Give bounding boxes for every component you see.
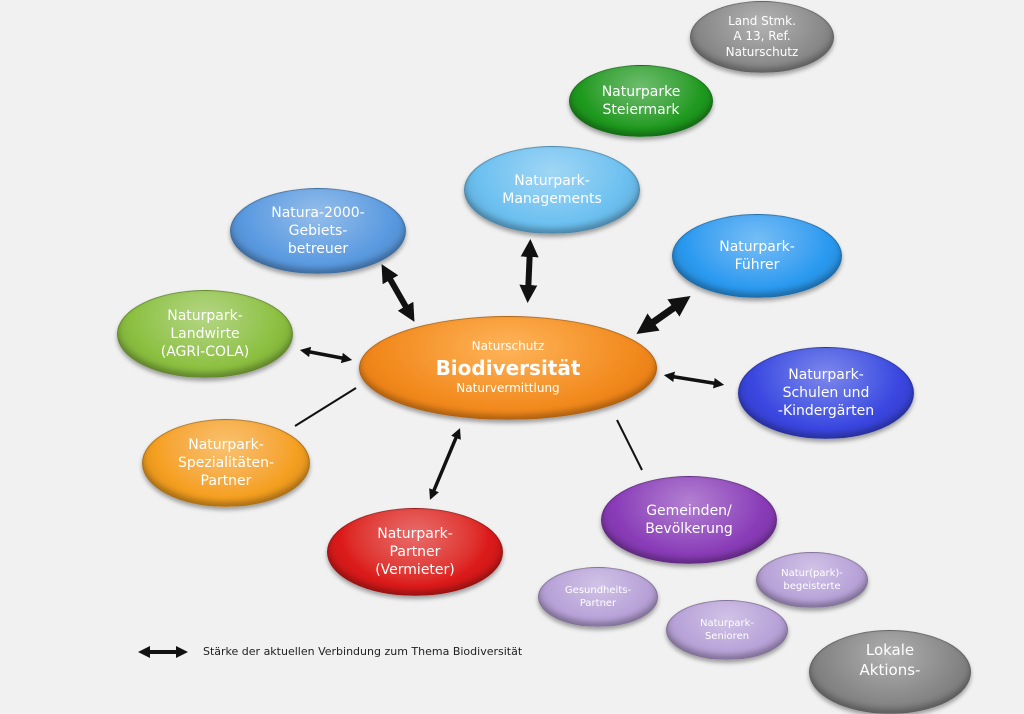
node-naturpark-landwirte: Naturpark-Landwirte (AGRI-COLA) — [117, 290, 293, 378]
node-label-line: (Vermieter) — [375, 562, 455, 579]
arrow-landwirte — [299, 346, 353, 364]
node-label-line: begeisterte — [783, 581, 841, 592]
node-naturpark-managements: Naturpark- Managements — [464, 146, 640, 234]
center-top-label: Naturschutz — [471, 339, 545, 354]
node-naturpark-begeisterte: Natur(park)- begeisterte — [756, 552, 868, 608]
node-label-line: Senioren — [704, 631, 750, 642]
node-label-line: Naturpark- — [700, 618, 754, 629]
center-node-biodiversitaet: Naturschutz Biodiversität Naturvermittlu… — [359, 316, 657, 420]
node-label-line: Partner — [200, 473, 252, 490]
node-label-line: Schulen und — [782, 384, 870, 401]
node-gesundheits-partner: Gesundheits- Partner — [538, 567, 658, 627]
node-label-line: Naturschutz — [725, 44, 799, 59]
node-label-line: Naturpark- — [719, 238, 795, 255]
node-naturpark-senioren: Naturpark- Senioren — [666, 600, 788, 660]
node-label-line: Führer — [734, 257, 780, 273]
node-label-line: Naturpark- — [377, 525, 453, 542]
connections — [138, 239, 725, 658]
node-label-line: Bevölkerung — [645, 521, 733, 537]
node-label-line: Managements — [502, 191, 602, 207]
node-label-line: Partner — [579, 598, 617, 609]
node-label-line: -Kindergärten — [777, 403, 875, 420]
node-label-line: Naturpark- — [788, 366, 864, 383]
node-label-line: Gesundheits- — [564, 585, 632, 596]
legend-label: Stärke der aktuellen Verbindung zum Them… — [203, 645, 523, 658]
node-label-line: Spezialitäten- — [177, 454, 275, 471]
node-naturpark-partner: Naturpark-Partner (Vermieter) — [327, 508, 503, 596]
node-land-stmk: Land Stmk.A 13, Ref.Naturschutz — [690, 1, 834, 73]
node-label-line: Aktions- — [859, 660, 921, 679]
node-label-line: (AGRI-COLA) — [160, 344, 250, 361]
line-gemeinden — [616, 419, 643, 471]
node-label-line: Partner — [389, 543, 441, 560]
node-naturpark-schulen: Naturpark-Schulen und -Kindergärten — [738, 347, 914, 439]
node-naturpark-spezialitaeten: Naturpark-Spezialitäten- Partner — [142, 419, 310, 507]
node-label-line: Lokale — [865, 641, 915, 659]
node-label-line: Gebiets- — [288, 222, 348, 239]
node-label-line: Land Stmk. — [728, 13, 796, 28]
node-label-line: A 13, Ref. — [733, 29, 791, 44]
line-spezialitaeten — [294, 387, 357, 427]
node-label-line: Naturpark- — [514, 172, 590, 189]
node-label-line: Steiermark — [602, 102, 680, 118]
arrow-fuehrer — [636, 295, 691, 335]
node-label-line: Natura-2000- — [271, 204, 365, 221]
node-label-line: betreuer — [287, 241, 349, 258]
node-label-line: Naturparke — [601, 83, 681, 100]
node-gemeinden: Gemeinden/Bevölkerung — [601, 476, 777, 564]
arrow-managements — [519, 239, 539, 303]
node-label-line: Landwirte — [170, 325, 240, 342]
node-label-line: Naturpark- — [188, 436, 264, 453]
center-bottom-label: Naturvermittlung — [456, 381, 560, 395]
node-label-line: Natur(park)- — [781, 568, 843, 579]
node-label-line: Gemeinden/ — [646, 502, 732, 519]
arrow-natura — [381, 264, 415, 322]
arrow-partner — [429, 428, 461, 500]
center-main-label: Biodiversität — [435, 356, 581, 380]
node-label-line: Naturpark- — [167, 307, 243, 324]
arrow-schulen — [663, 371, 725, 389]
node-natura-2000: Natura-2000-Gebiets-betreuer — [230, 188, 406, 274]
node-naturpark-fuehrer: Naturpark- Führer — [672, 214, 842, 298]
